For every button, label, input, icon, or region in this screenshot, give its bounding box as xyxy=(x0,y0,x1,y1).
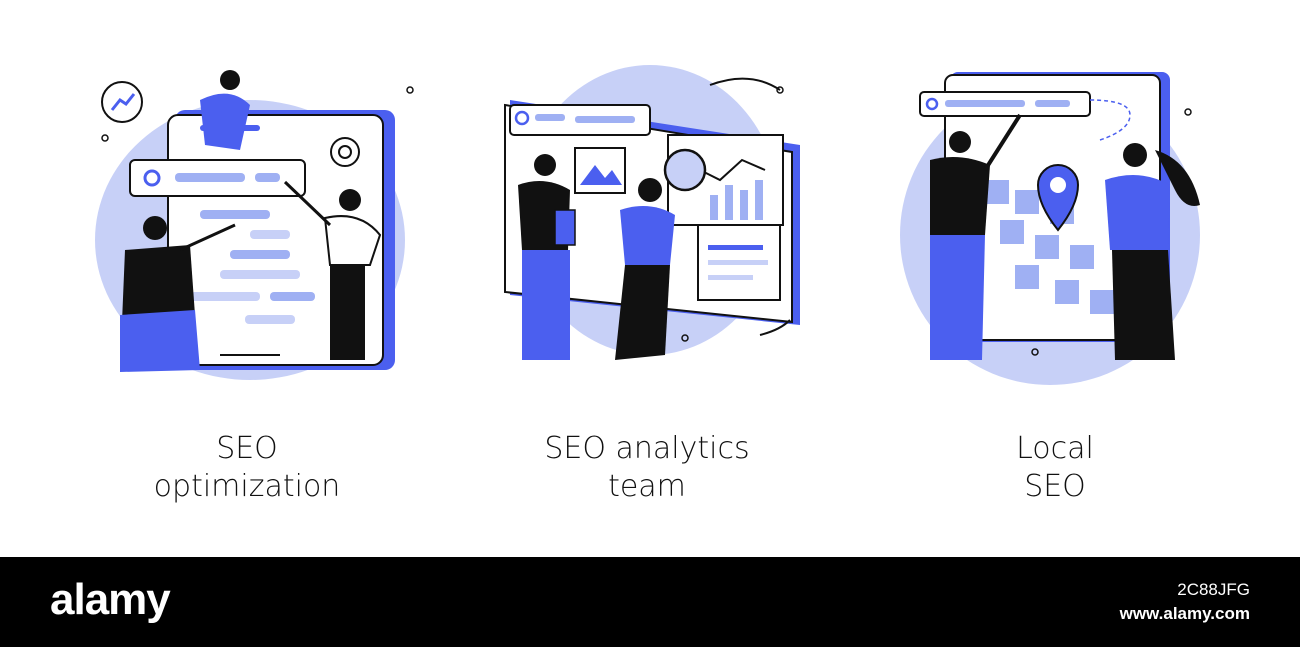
local-seo-illustration xyxy=(890,60,1230,390)
caption-seo-optimization: SEO optimization xyxy=(97,430,397,506)
caption-line: SEO xyxy=(216,431,278,466)
caption-line: SEO analytics xyxy=(544,431,750,466)
image-id: 2C88JFG xyxy=(1177,580,1250,599)
seo-analytics-team-drawing xyxy=(504,65,800,360)
seo-analytics-team-illustration xyxy=(480,60,820,390)
seo-optimization-drawing xyxy=(95,70,414,380)
caption-line: team xyxy=(608,469,686,504)
caption-line: Local xyxy=(1016,431,1094,466)
site-url: www.alamy.com xyxy=(1119,604,1250,623)
watermark-bar: alamy 2C88JFG www.alamy.com xyxy=(0,557,1300,647)
local-seo-drawing xyxy=(900,72,1200,385)
caption-seo-analytics-team: SEO analytics team xyxy=(497,430,797,506)
caption-line: optimization xyxy=(153,469,341,504)
alamy-logo: alamy xyxy=(50,575,171,624)
caption-line: SEO xyxy=(1024,469,1086,504)
caption-local-seo: Local SEO xyxy=(905,430,1205,506)
seo-optimization-illustration xyxy=(80,60,420,390)
